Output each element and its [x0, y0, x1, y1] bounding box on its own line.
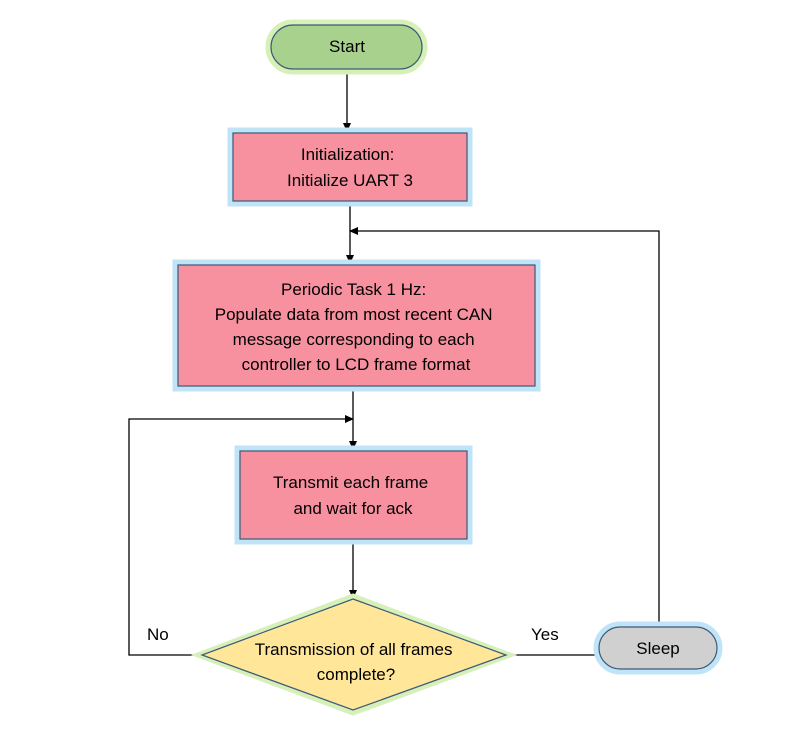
init-process: Initialization: Initialize UART 3 — [227, 127, 473, 207]
periodic-task-label: Periodic Task 1 Hz: Populate data from m… — [215, 280, 498, 374]
sleep-terminal-shape — [598, 626, 718, 670]
start-label: Start — [329, 37, 365, 56]
init-label-line: Initialize UART 3 — [287, 171, 413, 190]
decision-label-line: Transmission of all frames — [255, 640, 453, 659]
init-process-box — [232, 132, 468, 202]
periodic-task-label-line: Periodic Task 1 Hz: — [281, 280, 426, 299]
transmit-label-line: and wait for ack — [293, 499, 413, 518]
init-label-line: Initialization: — [301, 145, 395, 164]
decision-diamond-glow — [190, 593, 518, 716]
edge-sleep-loop-to-periodic — [349, 227, 660, 626]
start-terminal: Start — [265, 19, 428, 75]
transmit-process-box — [239, 450, 468, 540]
start-terminal-shape — [270, 24, 423, 70]
sleep-terminal: Sleep — [593, 621, 723, 675]
edge-label-no: No — [147, 625, 169, 644]
transmit-process: Transmit each frame and wait for ack — [234, 445, 473, 545]
init-process-glow — [227, 127, 473, 207]
transmit-process-glow — [234, 445, 473, 545]
periodic-task-label-line: controller to LCD frame format — [242, 355, 471, 374]
init-label: Initialization: Initialize UART 3 — [287, 145, 413, 190]
connectors — [128, 68, 660, 656]
transmit-label: Transmit each frame and wait for ack — [273, 473, 433, 518]
transmit-label-line: Transmit each frame — [273, 473, 428, 492]
periodic-task-process: Periodic Task 1 Hz: Populate data from m… — [172, 259, 541, 392]
decision-diamond-shape — [200, 598, 508, 711]
decision-label-line: complete? — [317, 665, 395, 684]
periodic-task-glow — [172, 259, 541, 392]
decision-label: Transmission of all frames complete? — [255, 640, 458, 684]
periodic-task-label-line: Populate data from most recent CAN — [215, 305, 493, 324]
start-terminal-glow — [265, 19, 428, 75]
sleep-label: Sleep — [636, 639, 679, 658]
edge-no-loop-to-transmit — [128, 415, 354, 656]
periodic-task-box — [177, 264, 536, 387]
decision-diamond: Transmission of all frames complete? — [190, 593, 518, 716]
periodic-task-label-line: message corresponding to each — [233, 330, 475, 349]
edge-label-yes: Yes — [531, 625, 559, 644]
sleep-terminal-glow — [593, 621, 723, 675]
